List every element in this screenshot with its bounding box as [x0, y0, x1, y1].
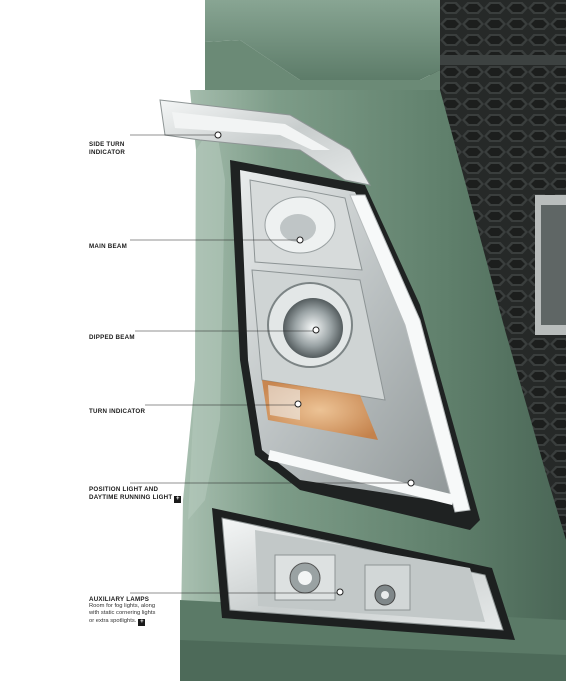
desc-line: Room for fog lights, along: [89, 603, 156, 609]
cab-upper-panel: [205, 0, 440, 80]
turn-indicator-lamp: [262, 380, 378, 440]
label-line-with-plus: DAYTIME RUNNING LIGHT+: [89, 493, 182, 503]
label-line: SIDE TURN: [89, 141, 125, 148]
label-line: MAIN BEAM: [89, 243, 127, 250]
label-line: POSITION LIGHT AND: [89, 486, 159, 493]
label-auxiliary-lamps: AUXILIARY LAMPS: [89, 596, 149, 604]
desc-line-with-plus: or extra spotlights.+: [89, 618, 155, 626]
desc-line: with static cornering lights: [89, 610, 156, 617]
label-side-turn-indicator: SIDE TURN INDICATOR: [89, 141, 125, 156]
dipped-beam-projector: [251, 269, 386, 401]
label-turn-indicator: TURN INDICATOR: [89, 408, 145, 416]
drl-light-guide: [349, 194, 471, 513]
plus-icon: +: [138, 618, 146, 626]
label-line: INDICATOR: [89, 148, 126, 156]
label-line: DIPPED BEAM: [89, 334, 135, 341]
plus-icon: +: [174, 495, 182, 503]
callout-lines: [130, 134, 408, 594]
label-line: TURN INDICATOR: [89, 408, 146, 415]
label-line-text: DAYTIME RUNNING LIGHT: [89, 493, 173, 501]
label-line: AUXILIARY LAMPS: [89, 596, 150, 603]
position-light-marker: [407, 479, 415, 487]
main-beam-reflector: [249, 179, 363, 271]
auxiliary-description: Room for fog lights, along with static c…: [89, 603, 155, 626]
label-position-light: POSITION LIGHT AND DAYTIME RUNNING LIGHT…: [89, 486, 182, 503]
label-main-beam: MAIN BEAM: [89, 243, 127, 251]
label-dipped-beam: DIPPED BEAM: [89, 334, 135, 342]
desc-line-text: or extra spotlights.: [89, 617, 137, 624]
auxiliary-lamp-bay: [212, 508, 515, 640]
